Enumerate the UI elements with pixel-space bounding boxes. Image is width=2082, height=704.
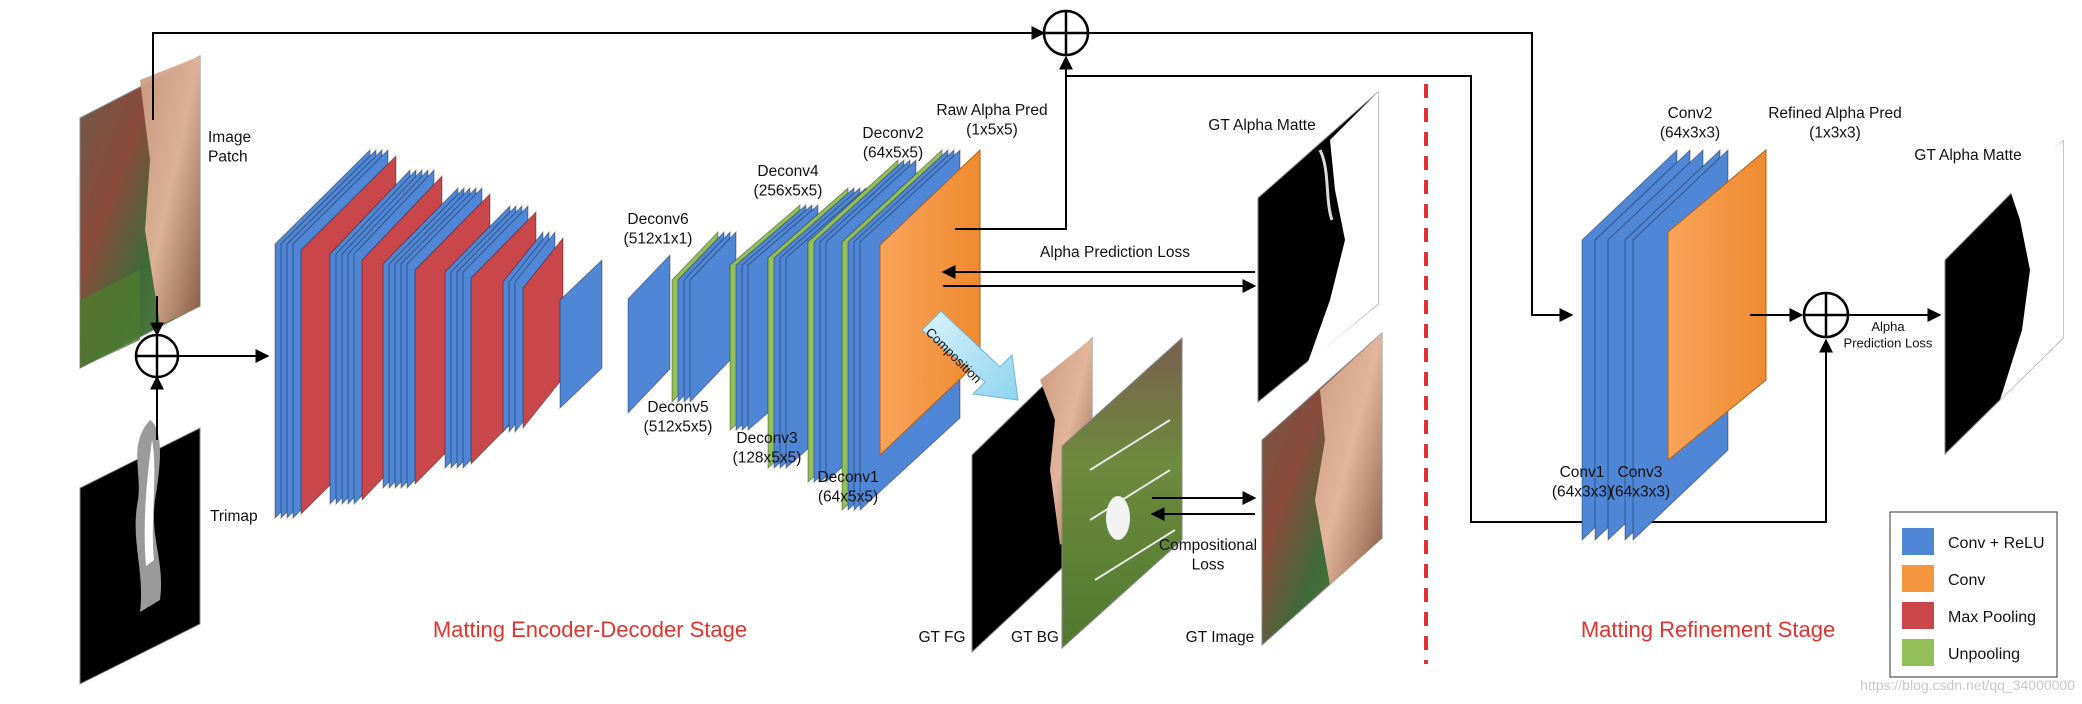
deconv2-label: Deconv2(64x5x5) [862,125,923,161]
gt-alpha-matte-label: GT Alpha Matte [1208,117,1315,134]
encoder-conv6-layer [559,258,603,410]
input-concat-node [134,333,180,379]
raw-alpha-pred-label: Raw Alpha Pred(1x5x5) [936,102,1047,138]
encoder-layers [274,148,603,520]
gt-image [1261,331,1383,647]
legend-label: Conv + ReLU [1948,535,2045,552]
conv1-label: Conv1(64x3x3) [1552,464,1612,500]
gt-bg-label: GT BG [1011,629,1059,646]
conv2-label: Conv2(64x3x3) [1660,105,1720,141]
trimap-image [79,420,201,685]
encoder-decoder-stage-label: Matting Encoder-Decoder Stage [433,617,747,642]
skip-raw-alpha-to-output [1066,75,1833,523]
deconv3-label: Deconv3(128x5x5) [733,430,802,466]
legend-label: Unpooling [1948,646,2020,663]
trimap-label: Trimap [210,508,258,525]
legend-swatch [1902,565,1934,592]
refine-concat-node [1042,9,1090,57]
arrow-raw-alpha-to-refine [955,55,1073,230]
refinement-stage-label: Matting Refinement Stage [1581,617,1835,642]
legend-swatch [1902,602,1934,629]
gt-image-label: GT Image [1186,629,1255,646]
deconv6-layer [627,253,671,415]
refined-alpha-pred-label: Refined Alpha Pred(1x3x3) [1768,105,1902,141]
gt-alpha-matte-image [1257,90,1379,404]
watermark: https://blog.csdn.net/qq_34000000 [1860,677,2075,693]
alpha-prediction-loss-label: Alpha Prediction Loss [1040,244,1190,261]
refine-sum-node [1802,291,1850,339]
deconv4-label: Deconv4(256x5x5) [754,163,823,199]
refined-alpha-pred-layer [1667,148,1767,462]
legend-swatch [1902,639,1934,666]
gt-alpha-matte-refine-label: GT Alpha Matte [1914,147,2021,164]
skip-connection-top [152,26,1046,120]
conv3-label: Conv3(64x3x3) [1610,464,1670,500]
deconv6-label: Deconv6(512x1x1) [624,211,693,247]
image-patch-image [79,55,201,369]
arrow-concat-to-refinement [1088,32,1574,322]
deconv5-label: Deconv5(512x5x5) [644,399,713,435]
gt-fg-label: GT FG [918,629,965,646]
legend-label: Conv [1948,572,1985,589]
gt-alpha-matte-refine-image [1944,139,2064,456]
deconv1-label: Deconv1(64x5x5) [817,469,878,505]
legend-label: Max Pooling [1948,609,2036,626]
legend-swatch [1902,528,1934,555]
gt-bg-image [1061,336,1183,650]
